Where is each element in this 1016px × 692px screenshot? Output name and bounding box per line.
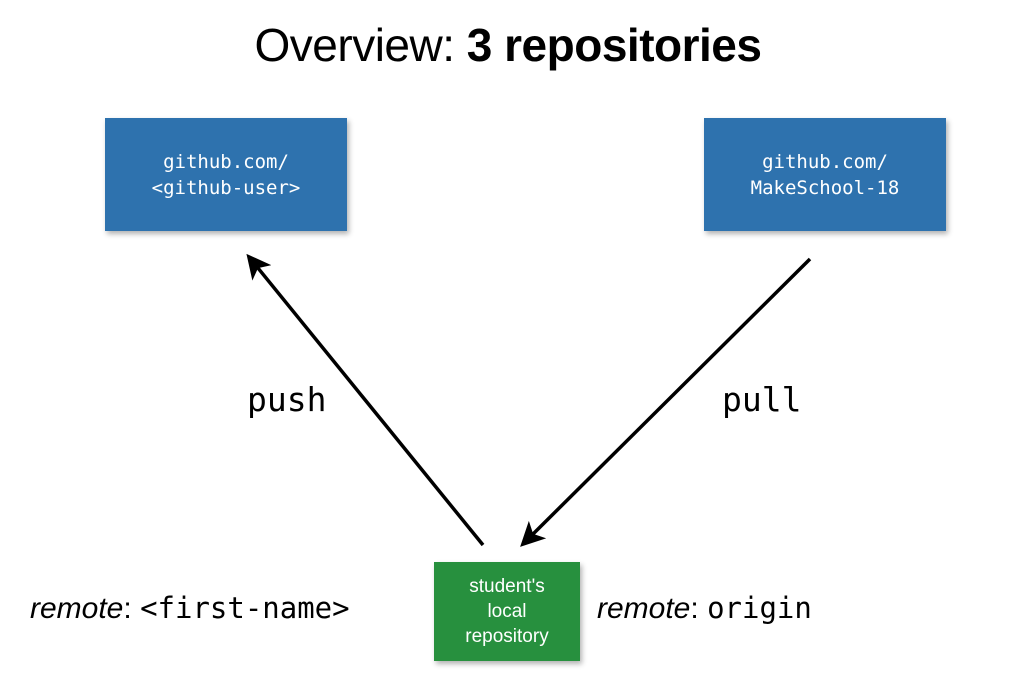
caption-remote-origin-colon: : [690, 592, 699, 625]
repo-box-github-user-line2: <github-user> [151, 176, 301, 199]
repo-box-makeschool-line2: MakeSchool-18 [750, 176, 900, 199]
caption-remote-origin: remote: origin [597, 588, 812, 629]
repo-box-local-line2: local [487, 601, 527, 622]
caption-remote-origin-value: origin [707, 591, 812, 625]
repo-box-local[interactable]: student's local repository [434, 562, 580, 661]
repo-box-local-line3: repository [465, 626, 549, 647]
push-arrow-label: push [247, 380, 327, 419]
repo-box-github-user[interactable]: github.com/ <github-user> [105, 118, 347, 231]
repo-box-github-user-line1: github.com/ [163, 150, 289, 173]
page-title: Overview: 3 repositories [0, 16, 1016, 74]
caption-remote-first-name-value: <first-name> [140, 591, 350, 625]
pull-arrow-label: pull [722, 380, 802, 419]
caption-remote-origin-key: remote [597, 592, 691, 625]
page-title-regular: Overview: [254, 19, 467, 71]
repo-box-makeschool-line1: github.com/ [762, 150, 888, 173]
page-title-bold: 3 repositories [466, 19, 762, 71]
repo-box-local-line1: student's [469, 576, 545, 597]
repo-box-makeschool[interactable]: github.com/ MakeSchool-18 [704, 118, 946, 231]
caption-remote-first-name-key: remote [30, 592, 124, 625]
caption-remote-first-name-colon: : [123, 592, 132, 625]
caption-remote-first-name: remote: <first-name> [30, 588, 350, 629]
